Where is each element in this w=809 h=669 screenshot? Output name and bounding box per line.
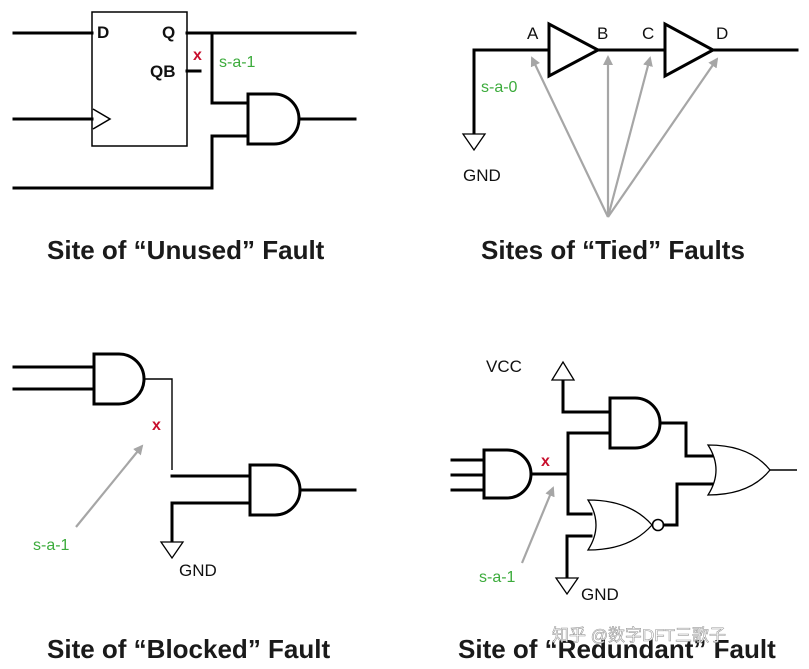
nor-bubble-icon xyxy=(651,518,665,532)
and-gate-2-icon xyxy=(248,463,302,517)
and2-input-b xyxy=(170,501,252,544)
fanout-trunk xyxy=(566,431,593,516)
fault-label: s-a-0 xyxy=(481,79,518,96)
q-branch-wire xyxy=(210,31,250,105)
or-gate-icon xyxy=(706,444,771,496)
gnd-label: GND xyxy=(463,166,501,185)
vcc-label: VCC xyxy=(486,357,522,376)
vcc-wire xyxy=(561,378,612,414)
buffer-2-icon xyxy=(663,21,717,79)
node-c-label: C xyxy=(642,24,654,43)
and-gate-left-icon xyxy=(482,448,533,500)
blocked-net-wire xyxy=(144,378,173,470)
pin-q-label: Q xyxy=(162,23,175,42)
panel-blocked: x s-a-1 GND Site of “Blocked” Fault xyxy=(12,352,357,664)
fault-label: s-a-1 xyxy=(33,537,70,554)
and-gate-1-icon xyxy=(92,352,146,406)
buffer-1-icon xyxy=(547,21,602,79)
gnd-symbol-icon xyxy=(461,133,487,152)
caption-unused: Site of “Unused” Fault xyxy=(47,235,325,265)
flip-flop-box xyxy=(91,11,188,147)
pin-d-label: D xyxy=(97,23,109,42)
upper-and-output xyxy=(658,421,714,458)
nor-input-gnd-wire xyxy=(565,534,593,580)
gnd-label: GND xyxy=(179,561,217,580)
node-d-label: D xyxy=(716,24,728,43)
node-a-label: A xyxy=(527,24,539,43)
and-gate-icon xyxy=(246,92,301,146)
caption-redundant: Site of “Redundant” Fault xyxy=(458,634,776,664)
fault-mark: x xyxy=(152,417,161,434)
nor-output-wire xyxy=(662,482,714,527)
arrow-to-a xyxy=(530,56,609,218)
node-b-label: B xyxy=(597,24,608,43)
nor-gate-icon xyxy=(586,499,653,551)
fault-mark: x xyxy=(193,47,202,64)
fault-mark: x xyxy=(541,453,550,470)
gnd-symbol-icon xyxy=(554,577,580,596)
fault-arrow xyxy=(75,444,144,528)
gnd-label: GND xyxy=(581,585,619,604)
pin-qb-label: QB xyxy=(150,62,176,81)
fault-label: s-a-1 xyxy=(479,569,516,586)
clock-triangle-icon xyxy=(92,108,112,130)
panel-redundant: x s-a-1 VCC GND Site of “Redundant” Faul… xyxy=(450,357,797,664)
lower-input-wire xyxy=(210,134,250,190)
arrow-to-d xyxy=(607,57,719,218)
caption-blocked: Site of “Blocked” Fault xyxy=(47,634,330,664)
arrow-to-c xyxy=(606,56,653,218)
fault-label: s-a-1 xyxy=(219,54,256,71)
gnd-symbol-icon xyxy=(159,541,185,560)
vcc-symbol-icon xyxy=(550,360,576,381)
caption-tied: Sites of “Tied” Faults xyxy=(481,235,745,265)
tied-input-wire xyxy=(472,48,550,136)
fault-arrow xyxy=(520,486,555,564)
panel-unused: D Q QB x s-a-1 Site of “Unused” Fault xyxy=(12,11,357,265)
watermark: 知乎 @数字DFT三歌子 xyxy=(552,626,726,645)
and-gate-upper-icon xyxy=(608,396,662,450)
panel-tied: A B C D s-a-0 GND Sites of “Tied” Faults xyxy=(461,21,799,265)
